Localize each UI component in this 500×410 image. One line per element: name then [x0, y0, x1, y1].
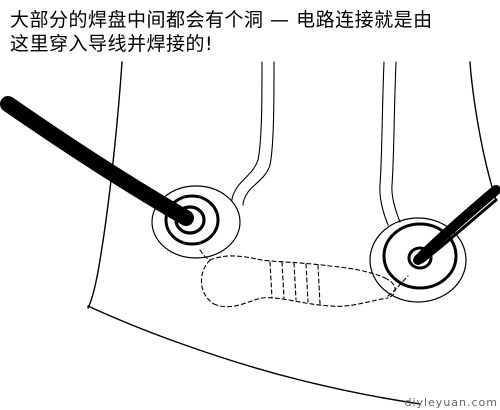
board-outline	[87, 61, 497, 405]
wires	[0, 96, 500, 265]
left-solder-pad	[151, 185, 241, 259]
copper-traces	[231, 61, 401, 226]
resistor	[199, 249, 409, 308]
right-solder-pad	[369, 217, 467, 303]
caption-line-2: 这里穿入导线并焊接的!	[10, 33, 214, 55]
caption-line-1: 大部分的焊盘中间都会有个洞 — 电路连接就是由	[10, 9, 433, 31]
left-wire	[0, 96, 194, 226]
right-wire	[413, 185, 500, 265]
watermark-text: diyleyuan.com	[404, 396, 498, 409]
